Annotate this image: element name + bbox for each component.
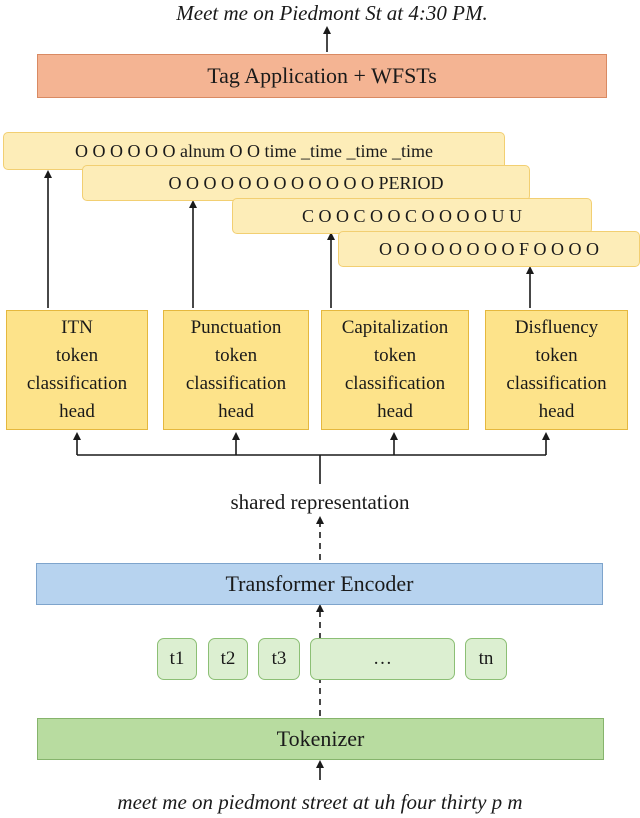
token-box-ellipsis: … [310,638,455,680]
head-label-classification: classification [26,373,128,394]
head-label-classification: classification [506,373,607,394]
input-text: meet me on piedmont street at uh four th… [117,789,523,814]
token-box: t3 [258,638,300,680]
disfluency-head-box: Disfluency token classification head [485,310,628,430]
head-label-head: head [218,401,254,422]
head-label-head: head [59,401,95,422]
head-label-classification: classification [344,373,446,394]
head-label-token: token [373,345,417,366]
head-label-head: head [377,401,413,422]
head-label-classification: classification [185,373,287,394]
token-box: t1 [157,638,197,680]
tokenizer-box: Tokenizer [37,718,604,760]
head-label-token: token [214,345,258,366]
tag-row-punctuation: O O O O O O O O O O O O PERIOD [82,165,530,201]
head-label-name: Disfluency [514,317,599,338]
head-label-head: head [538,401,575,422]
head-label-name: Capitalization [341,317,449,338]
head-label-name: Punctuation [190,317,282,338]
tag-application-box: Tag Application + WFSTs [37,54,607,98]
token-box: tn [465,638,507,680]
output-text: Meet me on Piedmont St at 4:30 PM. [176,0,488,25]
head-label-name: ITN [61,317,93,338]
shared-representation-label: shared representation [230,489,410,514]
itn-head-box: ITN token classification head [6,310,148,430]
transformer-encoder-box: Transformer Encoder [36,563,603,605]
token-box: t2 [208,638,248,680]
head-label-token: token [55,345,99,366]
tag-row-disfluency: O O O O O O O O F O O O O [338,231,640,267]
capitalization-head-box: Capitalization token classification head [321,310,469,430]
punctuation-head-box: Punctuation token classification head [163,310,309,430]
head-label-token: token [535,345,578,366]
tag-row-capitalization: C O O C O O C O O O O U U [232,198,592,234]
